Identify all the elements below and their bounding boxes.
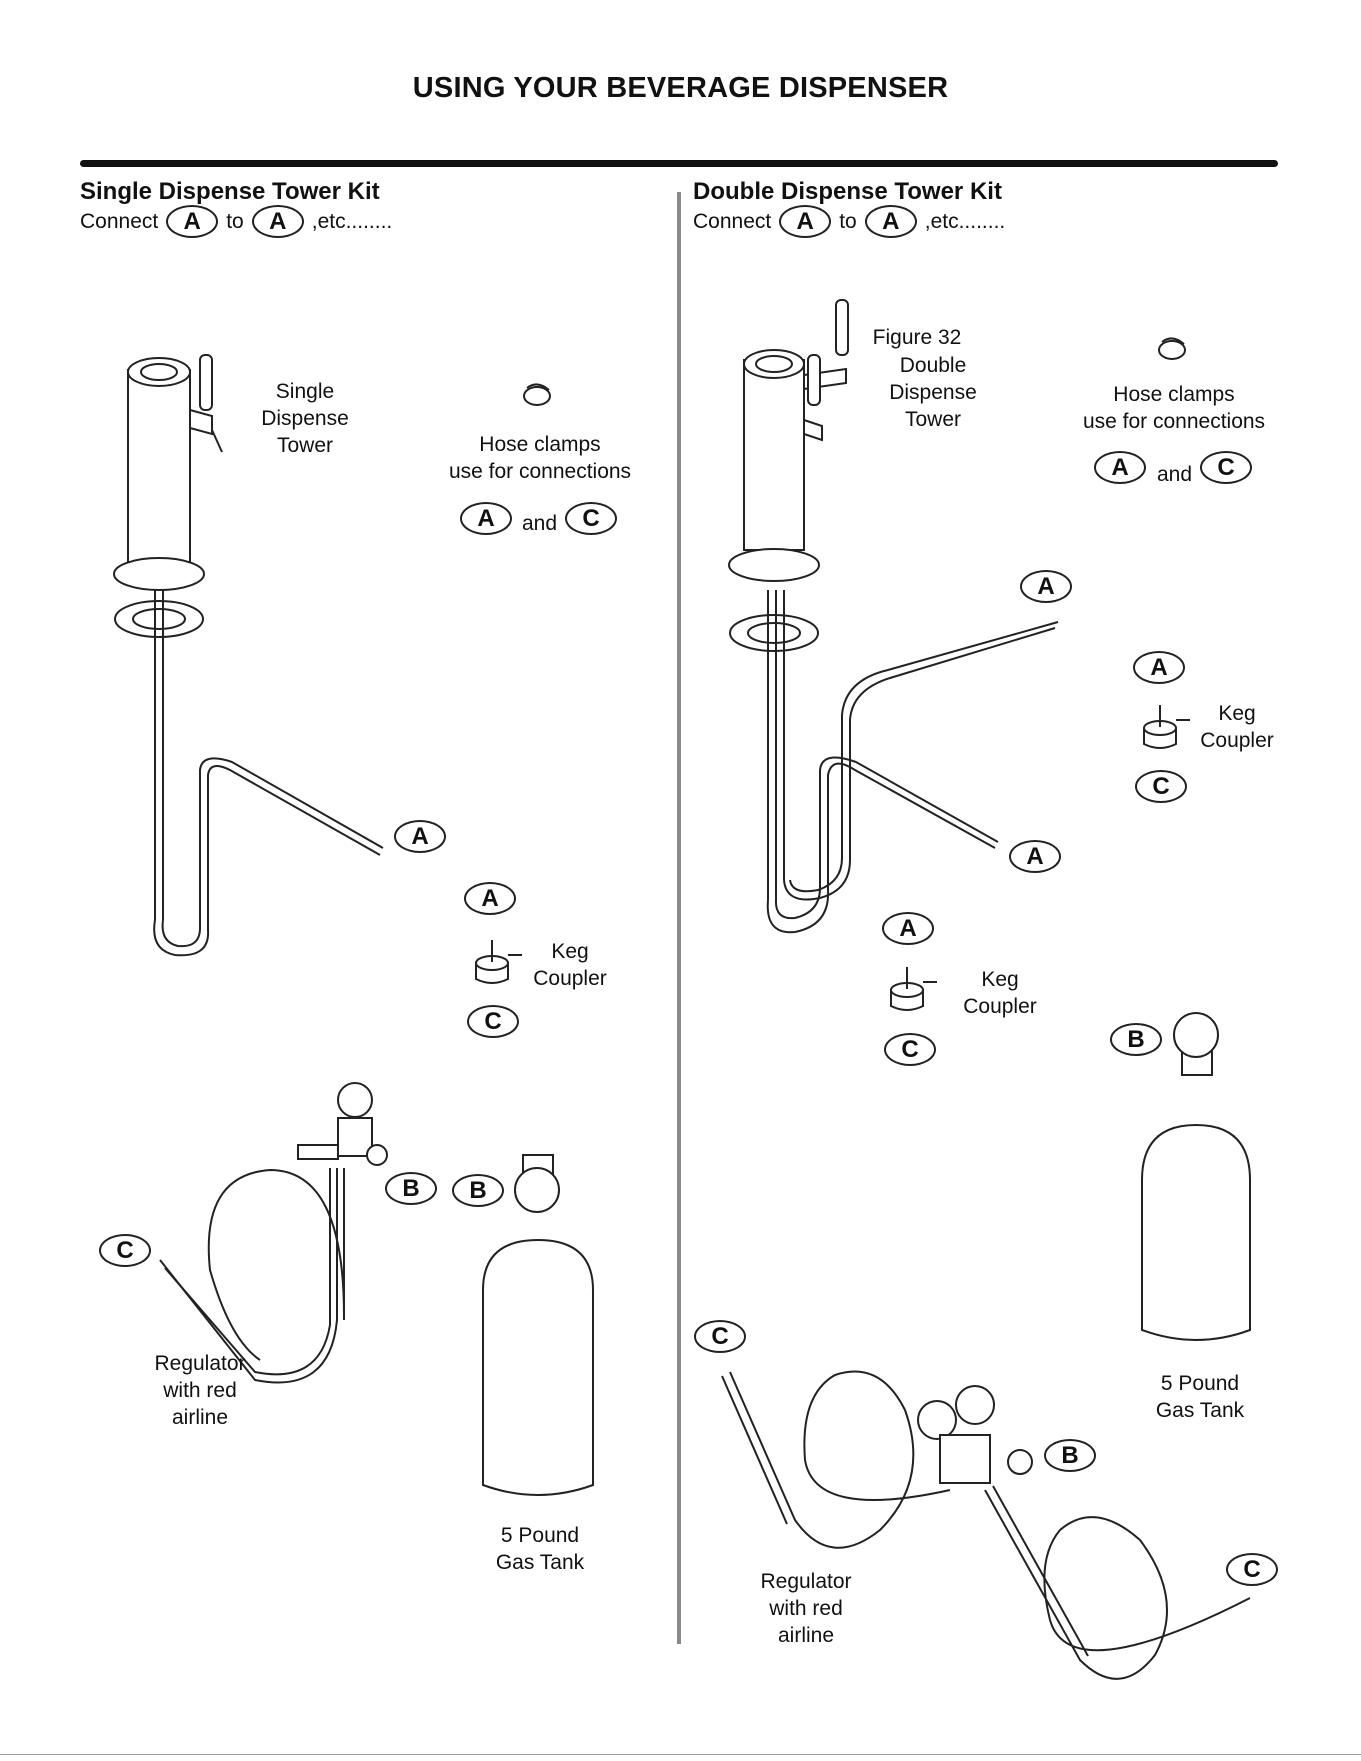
double-kit-heading: Double Dispense Tower Kit: [693, 178, 1002, 205]
double-connect-instruction: Connect A to A ,etc........: [693, 205, 1005, 238]
double-tower-label: Double Dispense Tower: [889, 354, 977, 431]
single-gas-tank-illustration: [482, 1154, 594, 1496]
and-text: and: [522, 512, 558, 535]
column-divider: [677, 192, 681, 1644]
to-text: to: [839, 209, 857, 233]
marker-a: A: [779, 205, 832, 238]
single-keg-coupler-label: Keg Coupler: [533, 940, 607, 990]
single-keg-coupler-icon: [475, 940, 522, 984]
connect-text: Connect: [80, 209, 159, 233]
marker-a: A: [251, 205, 304, 238]
double-gas-tank-illustration: [1141, 1012, 1251, 1341]
double-regulator-icon: [917, 1385, 1033, 1484]
marker-b: B: [1044, 1439, 1096, 1472]
marker-c: C: [99, 1234, 151, 1267]
double-hose-clamp-icon: [1158, 337, 1186, 360]
marker-b: B: [1110, 1023, 1162, 1056]
single-kit-heading: Single Dispense Tower Kit: [80, 178, 380, 205]
marker-a: A: [882, 912, 934, 945]
marker-b: B: [385, 1172, 437, 1205]
marker-c: C: [1226, 1553, 1278, 1586]
marker-c: C: [884, 1033, 936, 1066]
single-beer-line: [153, 757, 384, 957]
marker-a: A: [864, 205, 917, 238]
single-dispense-tower-illustration: [113, 354, 223, 920]
to-text: to: [226, 209, 244, 233]
marker-a: A: [1020, 570, 1072, 603]
marker-a: A: [394, 820, 446, 853]
double-dispense-tower-illustration: [728, 299, 849, 900]
etc-text: ,etc........: [924, 209, 1006, 233]
marker-b: B: [452, 1174, 504, 1207]
header-rule: [80, 160, 1278, 167]
double-keg-coupler-top-icon: [1143, 705, 1190, 749]
marker-c: C: [467, 1005, 519, 1038]
footer-rule: [0, 1754, 1361, 1755]
marker-a: A: [460, 502, 512, 535]
double-beer-lines: [766, 621, 1059, 934]
double-hose-clamps-label: Hose clamps use for connections: [1082, 383, 1266, 433]
marker-a: A: [166, 205, 219, 238]
marker-c: C: [1135, 770, 1187, 803]
marker-a: A: [1094, 451, 1146, 484]
marker-c: C: [1200, 451, 1252, 484]
double-gas-tank-label: 5 Pound Gas Tank: [1155, 1372, 1245, 1422]
marker-c: C: [694, 1320, 746, 1353]
double-keg-coupler-bottom-icon: [890, 967, 937, 1011]
single-regulator-label: Regulator with red airline: [154, 1352, 246, 1429]
double-regulator-label: Regulator with red airline: [760, 1570, 852, 1647]
marker-a: A: [1009, 840, 1061, 873]
double-red-airlines: [721, 1370, 1251, 1680]
single-red-airline: [159, 1168, 346, 1384]
and-text: and: [1157, 463, 1193, 486]
single-gas-tank-label: 5 Pound Gas Tank: [495, 1524, 585, 1574]
single-hose-clamp-icon: [523, 383, 551, 406]
figure-label: Figure 32: [872, 326, 962, 349]
single-tower-label: Single Dispense Tower: [261, 380, 349, 457]
connect-text: Connect: [693, 209, 772, 233]
etc-text: ,etc........: [311, 209, 393, 233]
double-keg-coupler-top-label: Keg Coupler: [1200, 702, 1274, 752]
single-hose-clamps-label: Hose clamps use for connections: [448, 433, 632, 483]
marker-a: A: [1133, 651, 1185, 684]
marker-a: A: [464, 882, 516, 915]
marker-c: C: [565, 502, 617, 535]
single-connect-instruction: Connect A to A ,etc........: [80, 205, 392, 238]
page-title: USING YOUR BEVERAGE DISPENSER: [412, 72, 949, 104]
single-regulator-icon: [297, 1082, 388, 1166]
double-keg-coupler-bottom-label: Keg Coupler: [963, 968, 1037, 1018]
